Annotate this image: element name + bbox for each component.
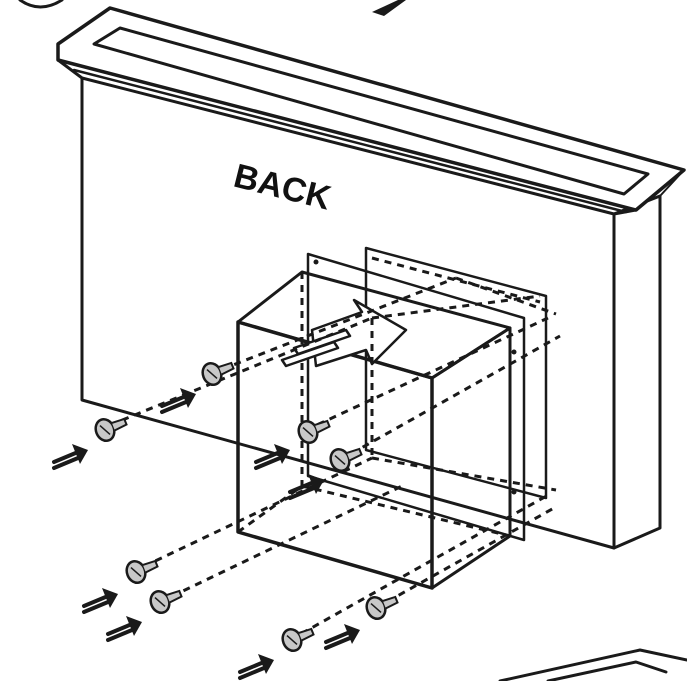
screws <box>94 361 399 652</box>
side-panel <box>612 194 662 550</box>
top-trim <box>56 6 686 212</box>
slide-direction-arrow-icon <box>288 472 326 500</box>
screw-icon <box>297 419 331 444</box>
slide-direction-arrow-icon <box>52 442 90 470</box>
slide-direction-arrow-icon <box>106 614 144 642</box>
top-trim-inner <box>92 26 650 196</box>
next-step-appliance <box>498 648 687 681</box>
screw-icon <box>281 627 315 652</box>
slide-direction-arrow-icon <box>82 586 120 614</box>
slide-direction-arrow-icon <box>324 622 362 650</box>
screw-guide-lines <box>97 276 561 642</box>
push-arrow-icon <box>280 298 408 368</box>
screw-icon <box>365 595 399 620</box>
screw-icon <box>149 589 183 614</box>
screw-icon <box>94 417 128 442</box>
box-adapter <box>236 270 512 590</box>
screw-icon <box>329 447 363 472</box>
cropped-arrow-icon <box>372 0 406 16</box>
mounting-flange <box>306 252 526 542</box>
screw-icon <box>125 559 159 584</box>
slide-direction-arrow-icon <box>238 652 276 680</box>
step-marker-circle <box>18 0 64 9</box>
screw-icon <box>201 361 235 386</box>
